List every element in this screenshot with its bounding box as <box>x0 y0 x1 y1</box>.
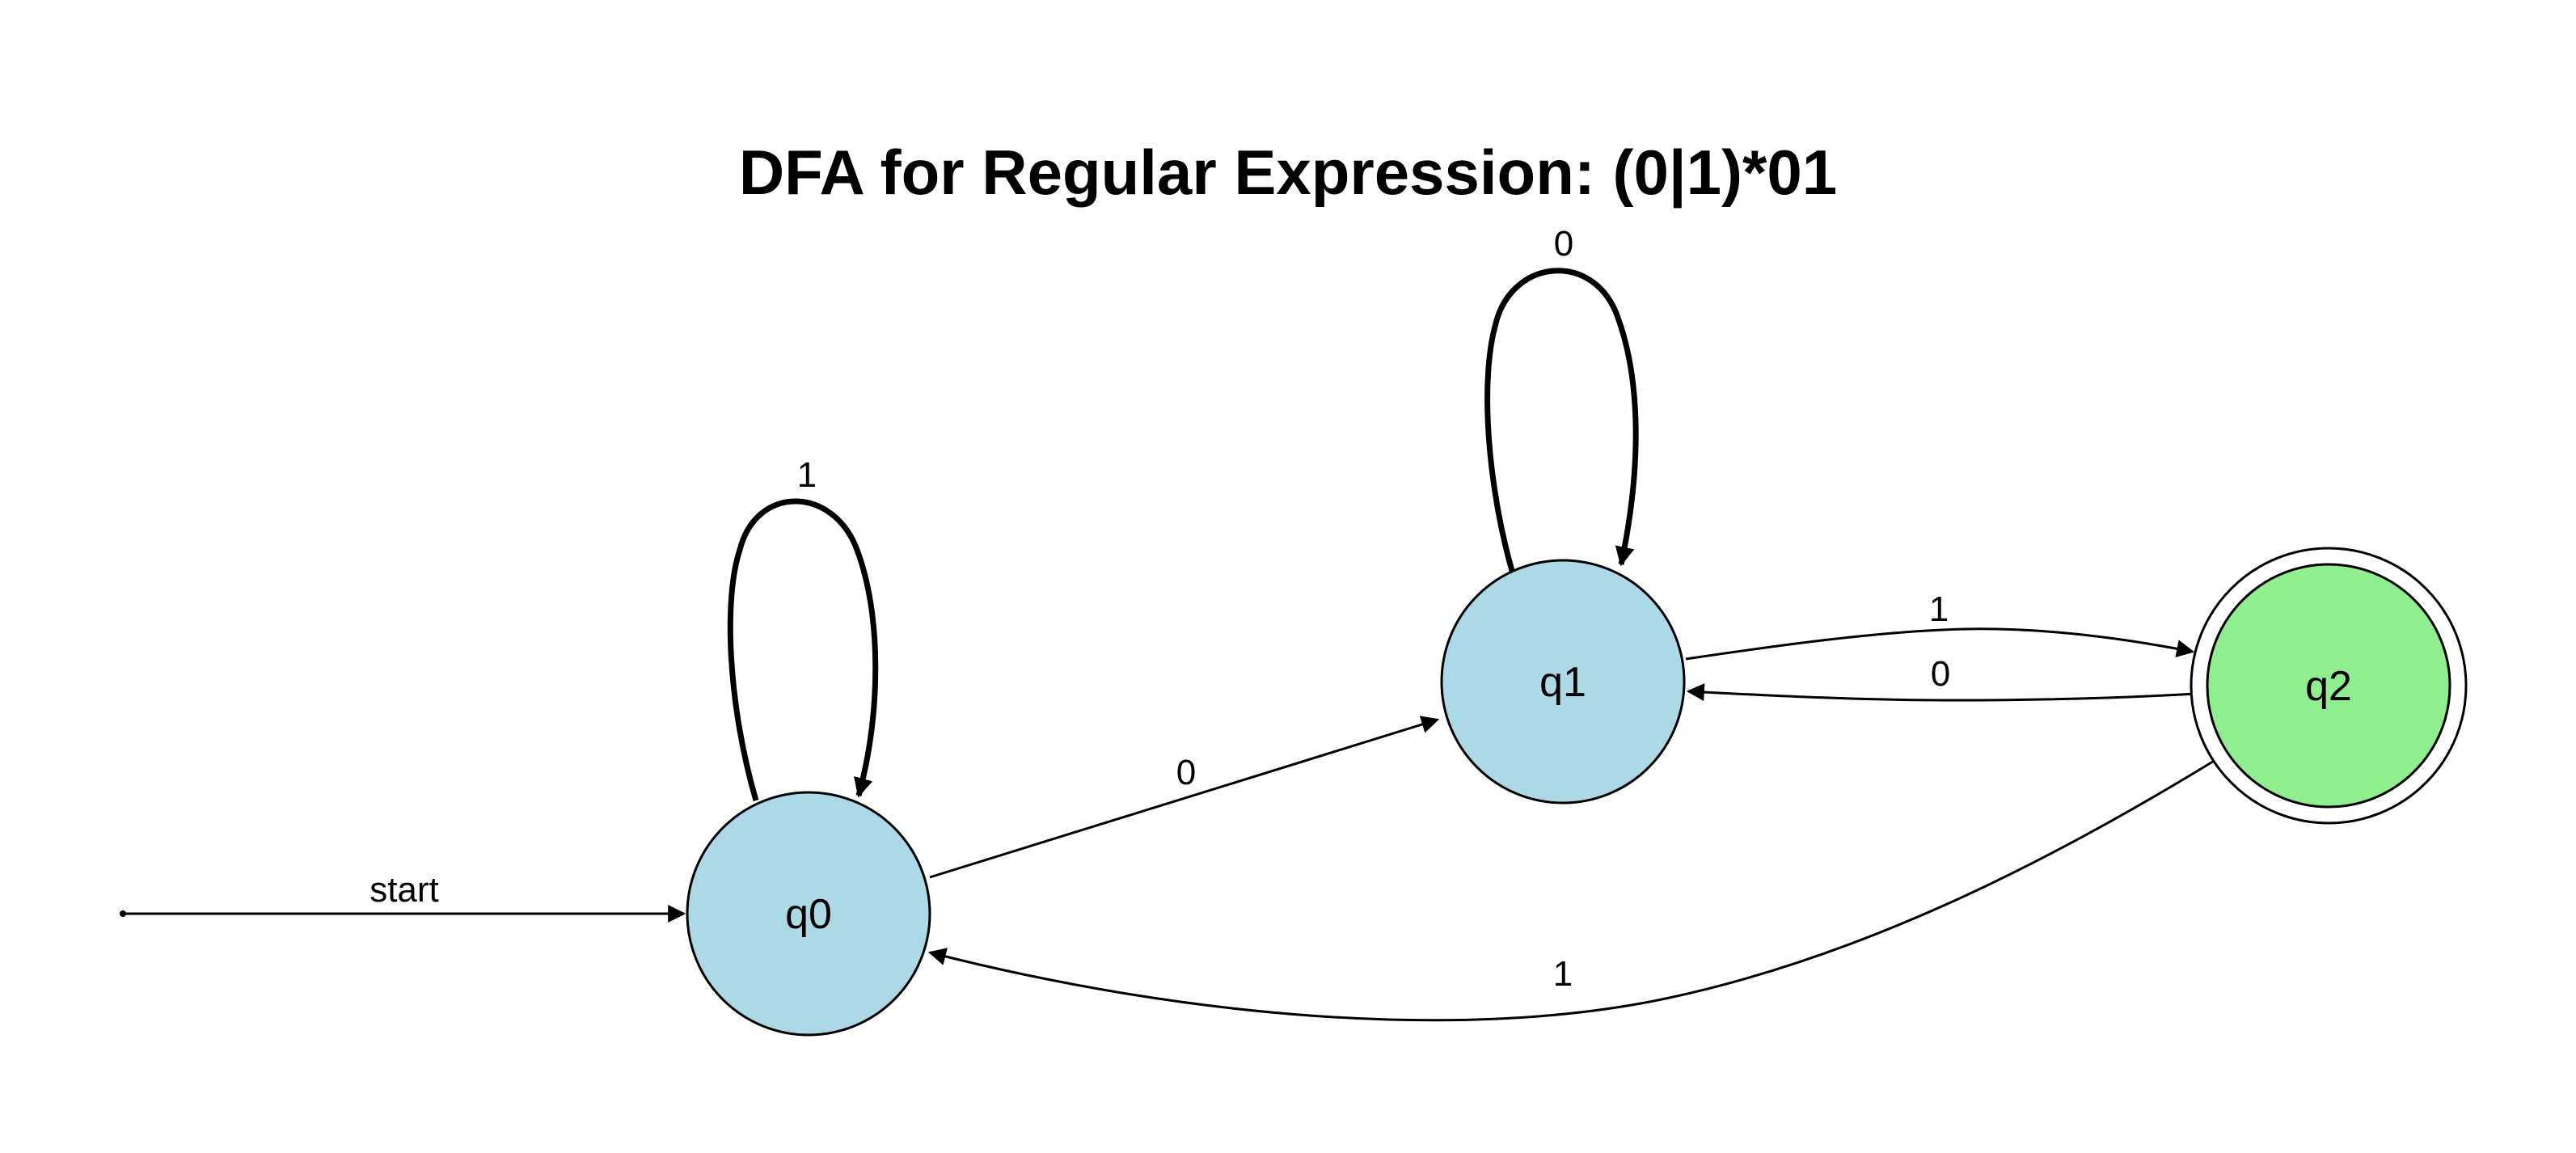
edge-label-q0-q1: 0 <box>1176 753 1196 792</box>
state-q2-label: q2 <box>2305 663 2352 710</box>
state-q1[interactable]: q1 <box>1440 559 1686 805</box>
edge-label-q2-q1: 0 <box>1931 654 1950 694</box>
edge-q0-q0 <box>727 498 879 801</box>
edge-q2-q0 <box>927 758 2216 1022</box>
state-q2-circle <box>2206 563 2451 809</box>
edge-q1-q2 <box>1685 627 2195 661</box>
edge-label-q0-q0: 1 <box>797 455 817 495</box>
state-q1-circle <box>1440 559 1686 805</box>
state-q0-label: q0 <box>785 891 832 938</box>
edge-q1-q1 <box>1484 268 1639 572</box>
state-q0-circle <box>686 791 931 1037</box>
edge-label-q1-q2: 1 <box>1929 589 1949 629</box>
state-q1-label: q1 <box>1539 659 1586 706</box>
diagram-title: DFA for Regular Expression: (0|1)*01 <box>739 137 1837 208</box>
edge-label-q1-q1: 0 <box>1554 224 1573 264</box>
edge-label-start: start <box>370 870 439 910</box>
state-q0[interactable]: q0 <box>686 791 931 1037</box>
edge-q2-q1 <box>1686 683 2197 702</box>
edge-label-q2-q0: 1 <box>1553 954 1573 994</box>
edge-q0-q1 <box>929 716 1440 879</box>
state-q2[interactable]: q2 <box>2190 547 2468 825</box>
